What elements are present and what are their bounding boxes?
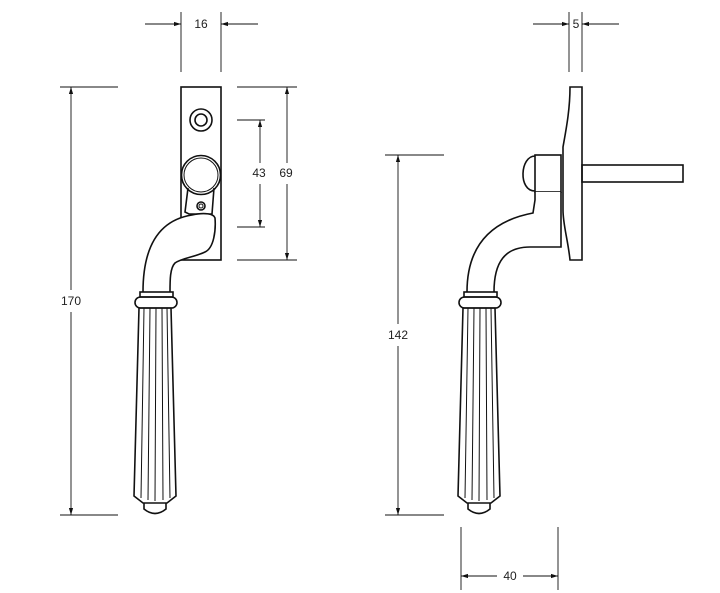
dim-label-fixing-centres: 43 (252, 166, 266, 180)
dimension-40: 40 (460, 527, 559, 590)
boss-inner (183, 157, 219, 193)
side-view (457, 86, 684, 515)
dim-label-overall-height: 170 (61, 294, 81, 308)
dim-label-plate-width: 16 (194, 17, 208, 31)
spindle-hole-outer (189, 108, 213, 132)
boss-outer (180, 154, 222, 196)
spindle (581, 164, 684, 183)
dimension-16: 16 (145, 12, 258, 72)
boss-neck (184, 187, 215, 215)
dimension-69: 69 (237, 86, 297, 261)
grub-screw (196, 201, 206, 211)
dim-label-side-height: 142 (388, 328, 408, 342)
dimension-5: 5 (533, 12, 619, 72)
side-arm (466, 192, 562, 293)
dimension-170: 170 (60, 86, 118, 516)
dim-label-plate-height: 69 (279, 166, 293, 180)
dim-label-plate-thickness: 5 (573, 17, 580, 31)
boss-dome (522, 155, 536, 192)
dimension-142: 142 (385, 154, 444, 516)
side-boss (534, 154, 562, 193)
dimension-43: 43 (237, 119, 266, 228)
dim-label-projection: 40 (503, 569, 517, 583)
spindle-hole-inner (194, 113, 208, 127)
handle-grip (133, 291, 178, 515)
front-view (133, 86, 222, 515)
side-handle-grip (457, 291, 502, 515)
handle-arm (142, 212, 217, 293)
side-backplate (562, 86, 583, 261)
